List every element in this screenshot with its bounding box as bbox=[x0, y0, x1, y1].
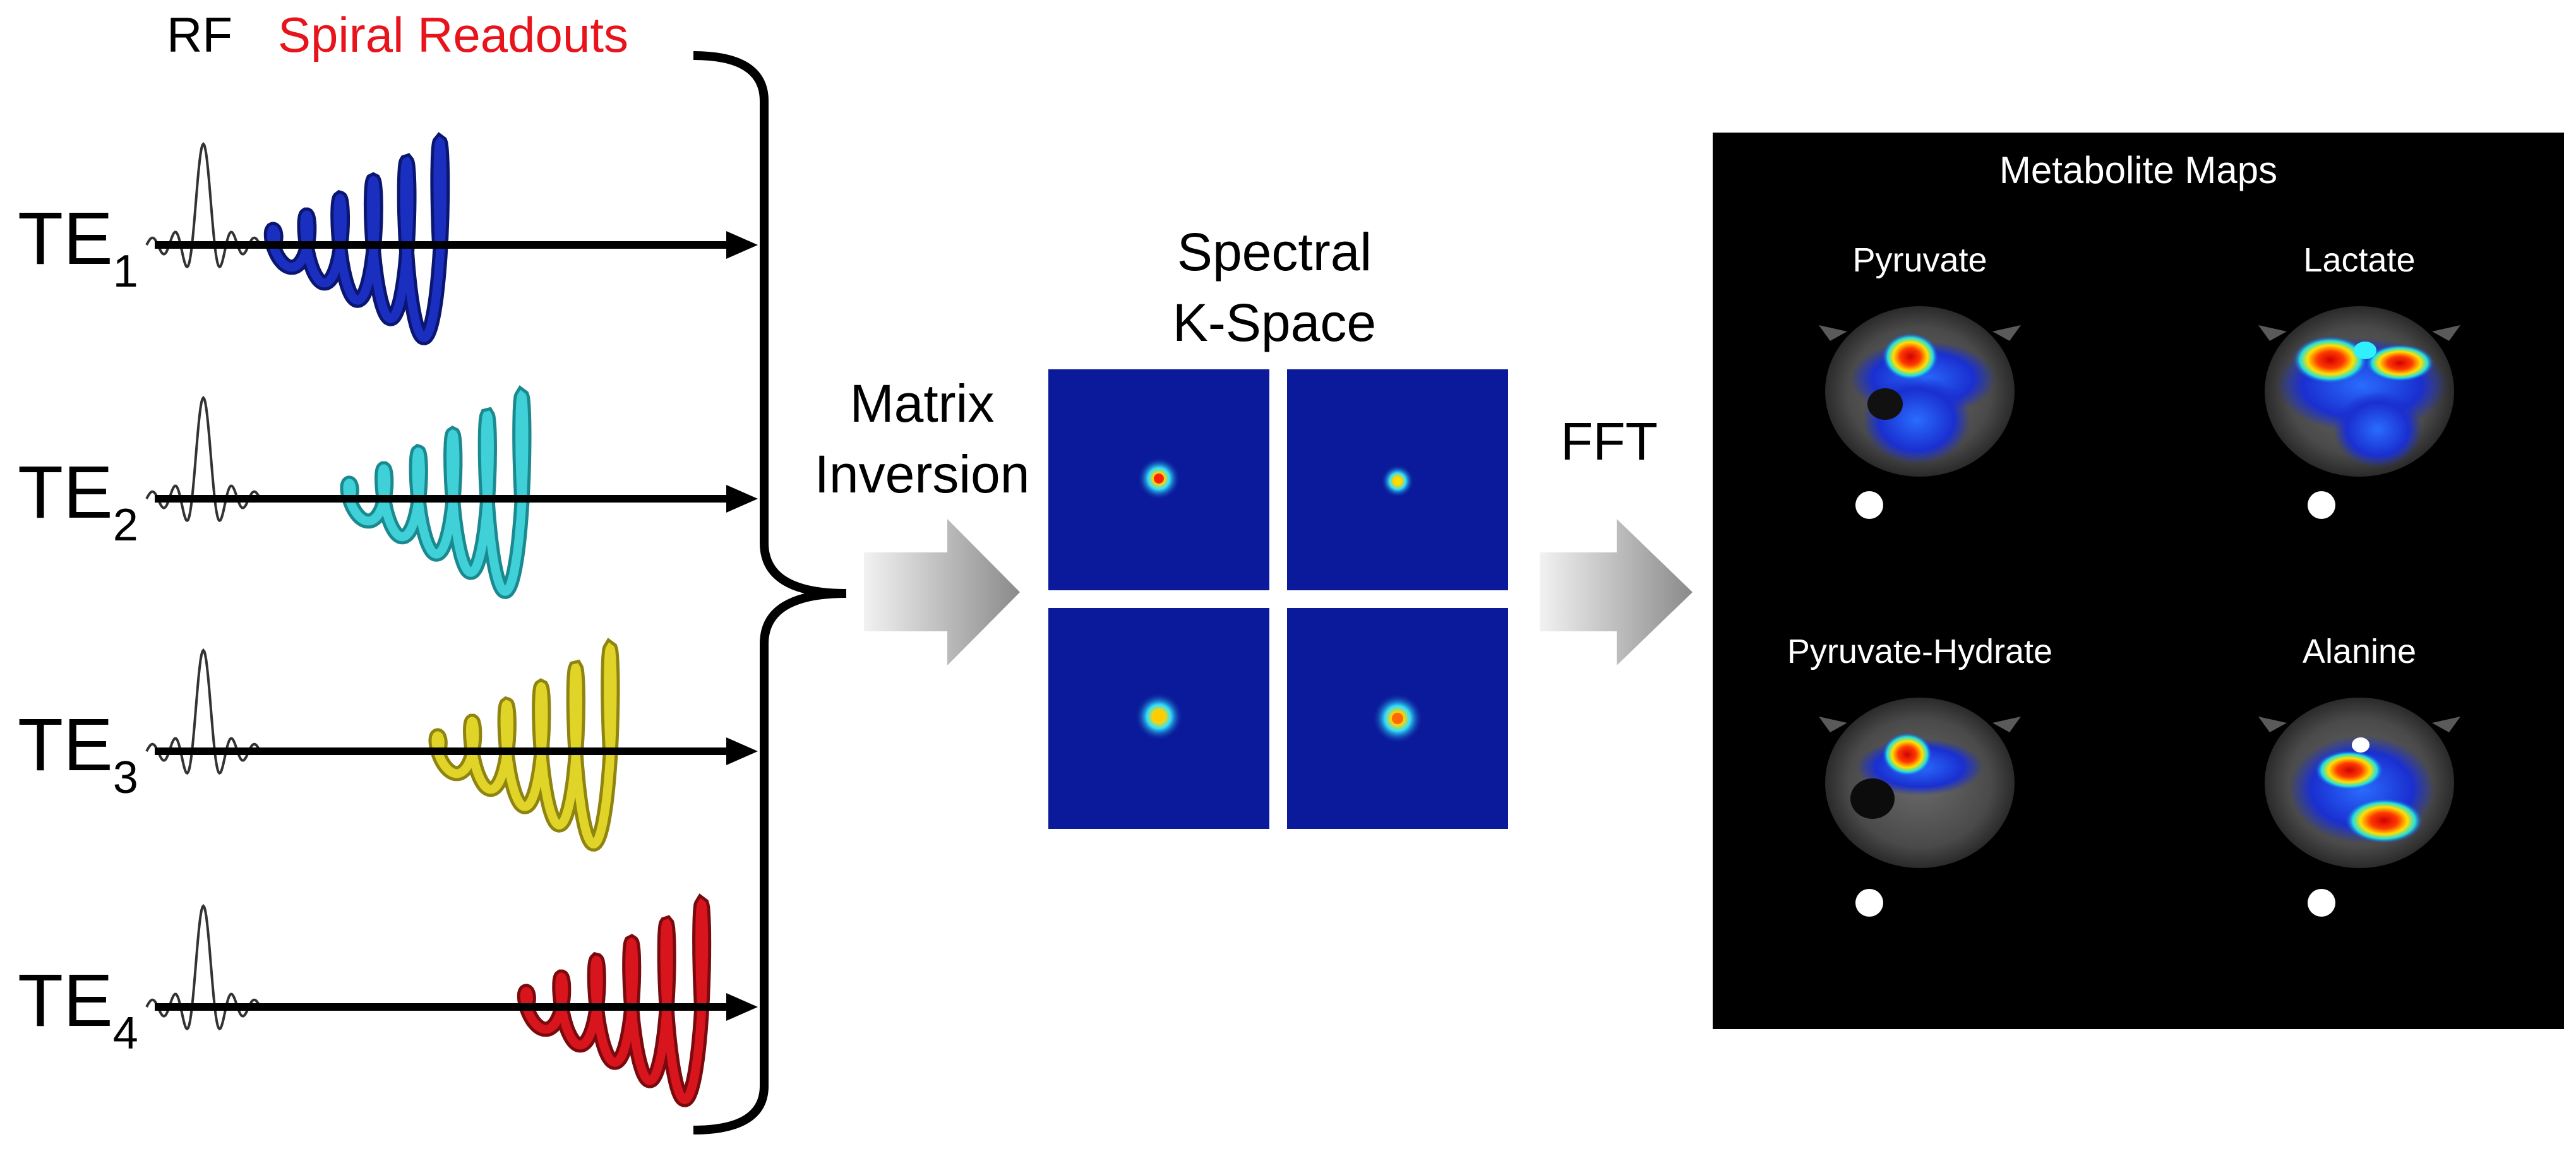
time-axis-arrowhead bbox=[726, 737, 758, 765]
reference-marker bbox=[1855, 889, 1883, 917]
te-label-subscript: 2 bbox=[113, 500, 138, 551]
spiral-readouts-label: Spiral Readouts bbox=[278, 7, 628, 63]
curly-brace bbox=[693, 56, 846, 1130]
te-row: TE1 bbox=[18, 143, 758, 338]
time-axis-arrowhead bbox=[726, 231, 758, 259]
time-axis-arrowhead bbox=[726, 485, 758, 513]
reference-marker bbox=[1855, 491, 1883, 519]
rf-label: RF bbox=[167, 7, 232, 63]
time-axis-arrowhead bbox=[726, 993, 758, 1021]
kspace-label: K-Space bbox=[1173, 293, 1376, 352]
matrix-label: Matrix bbox=[850, 374, 995, 433]
matrix-arrow bbox=[864, 519, 1020, 665]
spiral-readout bbox=[272, 143, 442, 338]
te-label: TE3 bbox=[18, 703, 138, 803]
te-row: TE2 bbox=[18, 396, 758, 592]
kspace-panel bbox=[1287, 369, 1508, 590]
metabolite-maps-panel bbox=[1713, 133, 2564, 1029]
fft-label: FFT bbox=[1561, 412, 1658, 471]
kspace-panel bbox=[1048, 608, 1269, 829]
metabolite-maps-title: Metabolite Maps bbox=[1999, 149, 2277, 191]
te-label-subscript: 1 bbox=[113, 246, 138, 297]
reference-marker bbox=[2308, 491, 2335, 519]
pyruvate-hydrate-label: Pyruvate-Hydrate bbox=[1787, 633, 2052, 670]
lactate-label: Lactate bbox=[2303, 241, 2415, 279]
te-label-subscript: 4 bbox=[113, 1008, 138, 1059]
te-label: TE1 bbox=[18, 197, 138, 297]
te-label-main: TE bbox=[18, 959, 113, 1042]
reference-marker bbox=[2308, 889, 2335, 917]
spiral-readout bbox=[348, 396, 524, 592]
kspace-panel bbox=[1048, 369, 1269, 590]
fft-arrow bbox=[1540, 519, 1692, 665]
inversion-label: Inversion bbox=[815, 444, 1030, 504]
pyruvate-label: Pyruvate bbox=[1852, 241, 1987, 279]
spectral-label: Spectral bbox=[1177, 222, 1372, 282]
te-row: TE3 bbox=[18, 649, 758, 844]
alanine-label: Alanine bbox=[2303, 633, 2416, 670]
spiral-readout bbox=[525, 905, 704, 1100]
kspace-grid bbox=[1048, 369, 1508, 829]
te-label-subscript: 3 bbox=[113, 753, 138, 803]
te-row: TE4 bbox=[18, 905, 758, 1100]
te-label: TE4 bbox=[18, 959, 138, 1059]
te-label-main: TE bbox=[18, 197, 113, 280]
kspace-panel bbox=[1287, 608, 1508, 829]
spiral-readout bbox=[436, 649, 613, 844]
te-label-main: TE bbox=[18, 451, 113, 534]
te-label-main: TE bbox=[18, 703, 113, 787]
te-label: TE2 bbox=[18, 451, 138, 551]
